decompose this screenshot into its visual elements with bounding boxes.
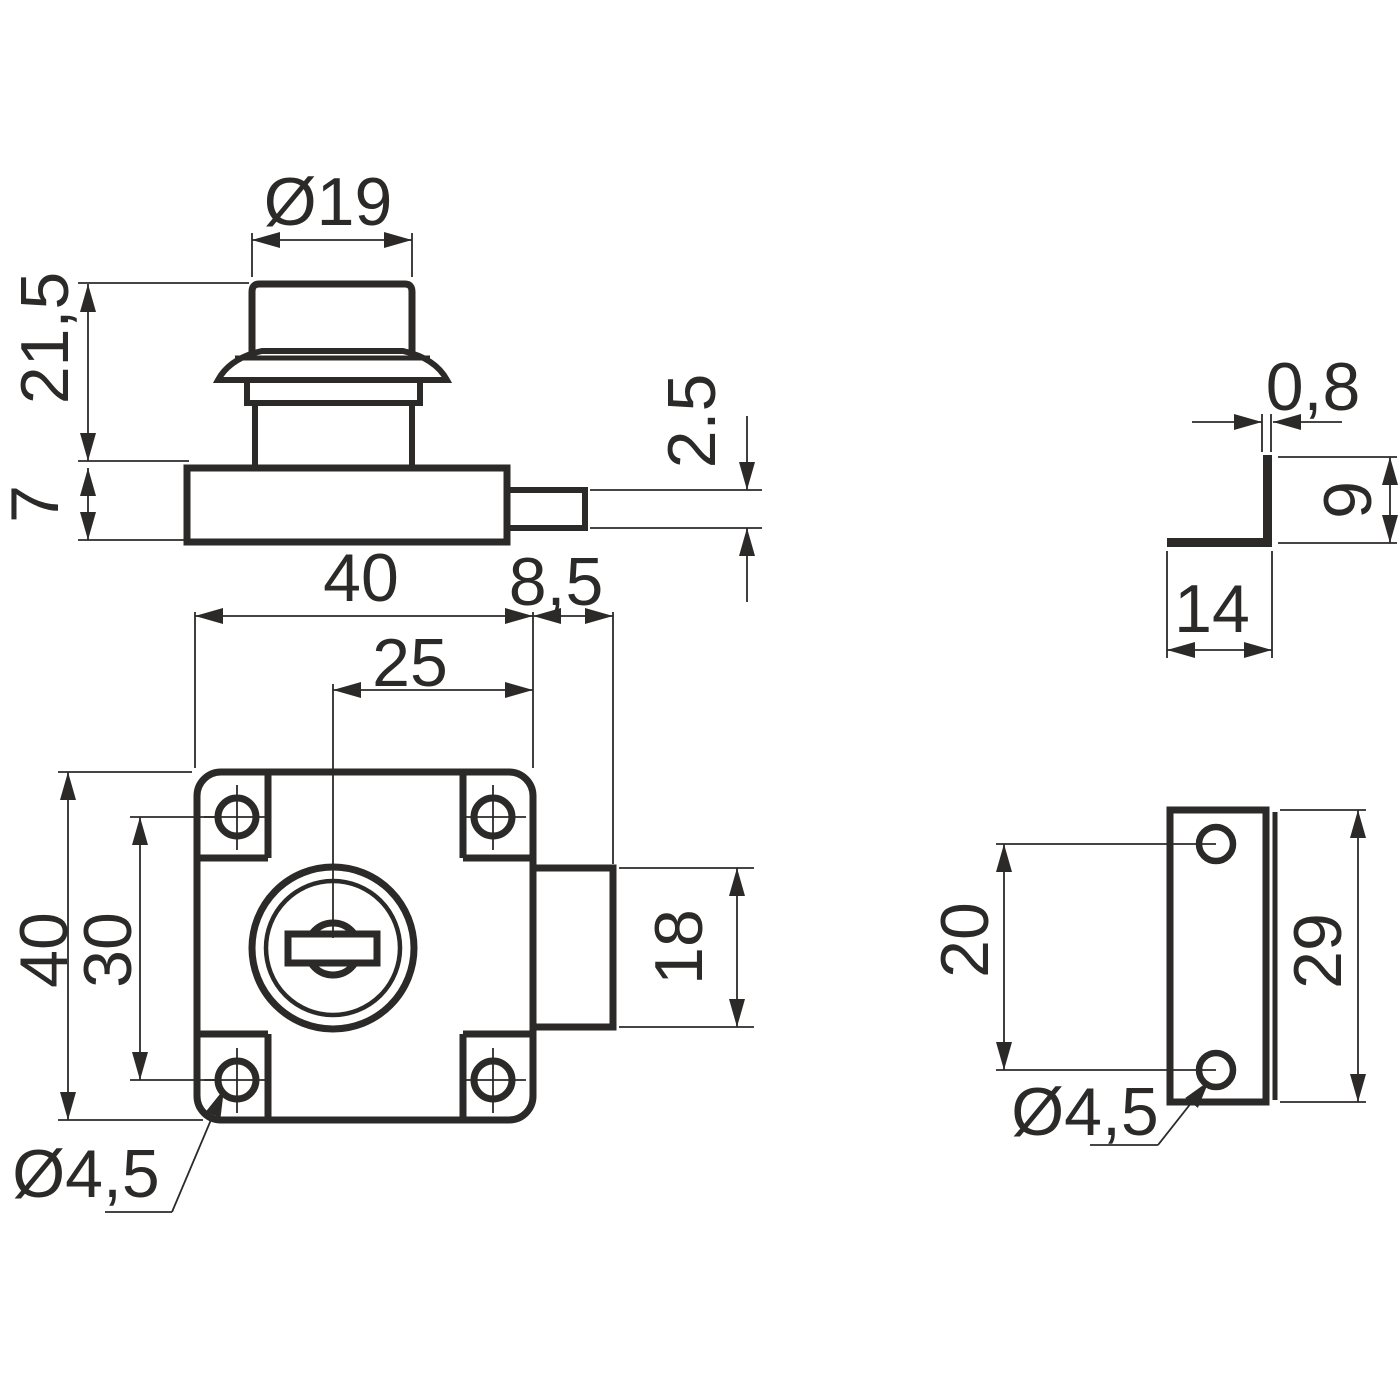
dim-label-hole-spacing: 30	[70, 912, 146, 988]
arrowhead	[195, 608, 223, 624]
dim-body-width-and-bolt-length: 40 8,5	[194, 540, 614, 864]
dim-label-cylinder-height: 21,5	[7, 272, 83, 404]
dim-label-body-width: 40	[323, 540, 399, 616]
dim-label-bolt-thickness: 2.5	[654, 374, 730, 469]
arrowhead	[80, 468, 96, 496]
arrowhead	[80, 512, 96, 540]
lock-side-view: Ø19 21,5 7 2.5	[0, 164, 762, 602]
dim-strike-plate-height: 29	[1280, 809, 1366, 1103]
dim-label-strike-plate-height: 29	[1280, 913, 1356, 989]
side-cylinder-outline	[248, 280, 416, 356]
arrowhead	[333, 682, 361, 698]
arrowhead	[729, 999, 745, 1027]
arrowhead	[1273, 414, 1301, 430]
front-bolt-outline	[529, 864, 617, 1031]
arrowhead	[505, 608, 533, 624]
dim-label-front-hole-diameter: Ø4,5	[12, 1136, 159, 1212]
dim-bolt-thickness: 2.5	[590, 374, 762, 602]
dim-cylinder-center-offset: 25	[333, 625, 533, 701]
arrowhead	[252, 232, 280, 248]
arrowhead	[60, 772, 76, 800]
arrowhead	[1244, 642, 1272, 658]
dim-flange-height: 9	[1278, 456, 1398, 544]
arrowhead	[996, 1042, 1012, 1070]
arrowhead	[80, 433, 96, 461]
side-bolt-outline	[504, 487, 588, 531]
arrowhead	[729, 868, 745, 896]
arrowhead	[585, 608, 613, 624]
dim-strike-hole-diameter: Ø4,5	[1011, 1074, 1209, 1150]
dim-label-bolt-height: 18	[641, 909, 717, 985]
dim-front-hole-diameter: Ø4,5	[12, 1089, 224, 1213]
side-collar-neck-outline	[244, 381, 423, 466]
arrowhead	[1350, 1074, 1366, 1102]
leader-arrowhead	[205, 1089, 224, 1118]
dim-label-plate-thickness: 0,8	[1266, 349, 1361, 425]
arrowhead	[132, 1052, 148, 1080]
leader-arrowhead	[1185, 1081, 1209, 1108]
dim-label-strike-hole-spacing: 20	[927, 902, 1003, 978]
dim-cylinder-height: 21,5	[7, 272, 249, 462]
arrowhead	[80, 284, 96, 312]
strike-plate-front-view: 20 29 Ø4,5	[927, 806, 1366, 1150]
arrowhead	[1234, 414, 1262, 430]
dim-label-body-thickness: 7	[0, 485, 73, 523]
dim-label-body-height: 40	[6, 912, 82, 988]
arrowhead	[60, 1092, 76, 1120]
dim-hole-spacing: 30	[70, 816, 216, 1081]
dim-body-thickness: 7	[0, 468, 185, 541]
side-body-outline	[183, 464, 511, 546]
dim-base-width: 14	[1166, 551, 1273, 658]
dim-label-base-width: 14	[1174, 571, 1250, 647]
arrowhead	[384, 232, 412, 248]
lock-front-view: 40 8,5 25 40 30	[6, 540, 754, 1213]
arrowhead	[739, 528, 755, 556]
keyhole-slot	[284, 930, 381, 967]
arrowhead	[132, 817, 148, 845]
dim-bolt-height: 18	[619, 867, 754, 1028]
leader-line	[171, 1107, 217, 1213]
arrowhead	[1382, 457, 1398, 485]
arrowhead	[739, 462, 755, 490]
arrowhead	[533, 608, 561, 624]
hole-crosshairs	[204, 785, 526, 1113]
angle-profile-shape	[1167, 455, 1272, 547]
strike-angle-side-view: 0,8 9 14	[1166, 349, 1398, 658]
dim-body-height: 40	[6, 771, 203, 1121]
dim-cylinder-diameter: Ø19	[251, 164, 413, 277]
dim-label-flange-height: 9	[1310, 481, 1386, 519]
dim-label-bolt-length: 8,5	[509, 544, 604, 620]
arrowhead	[996, 844, 1012, 872]
arrowhead	[1167, 642, 1195, 658]
dim-plate-thickness: 0,8	[1192, 349, 1360, 452]
arrowhead	[1382, 515, 1398, 543]
dim-label-cylinder-diameter: Ø19	[264, 164, 393, 240]
arrowhead	[505, 682, 533, 698]
dim-label-strike-hole-diameter: Ø4,5	[1011, 1074, 1158, 1150]
arrowhead	[1350, 810, 1366, 838]
dim-strike-hole-spacing: 20	[927, 843, 1216, 1071]
dim-label-cylinder-center-offset: 25	[372, 625, 448, 701]
